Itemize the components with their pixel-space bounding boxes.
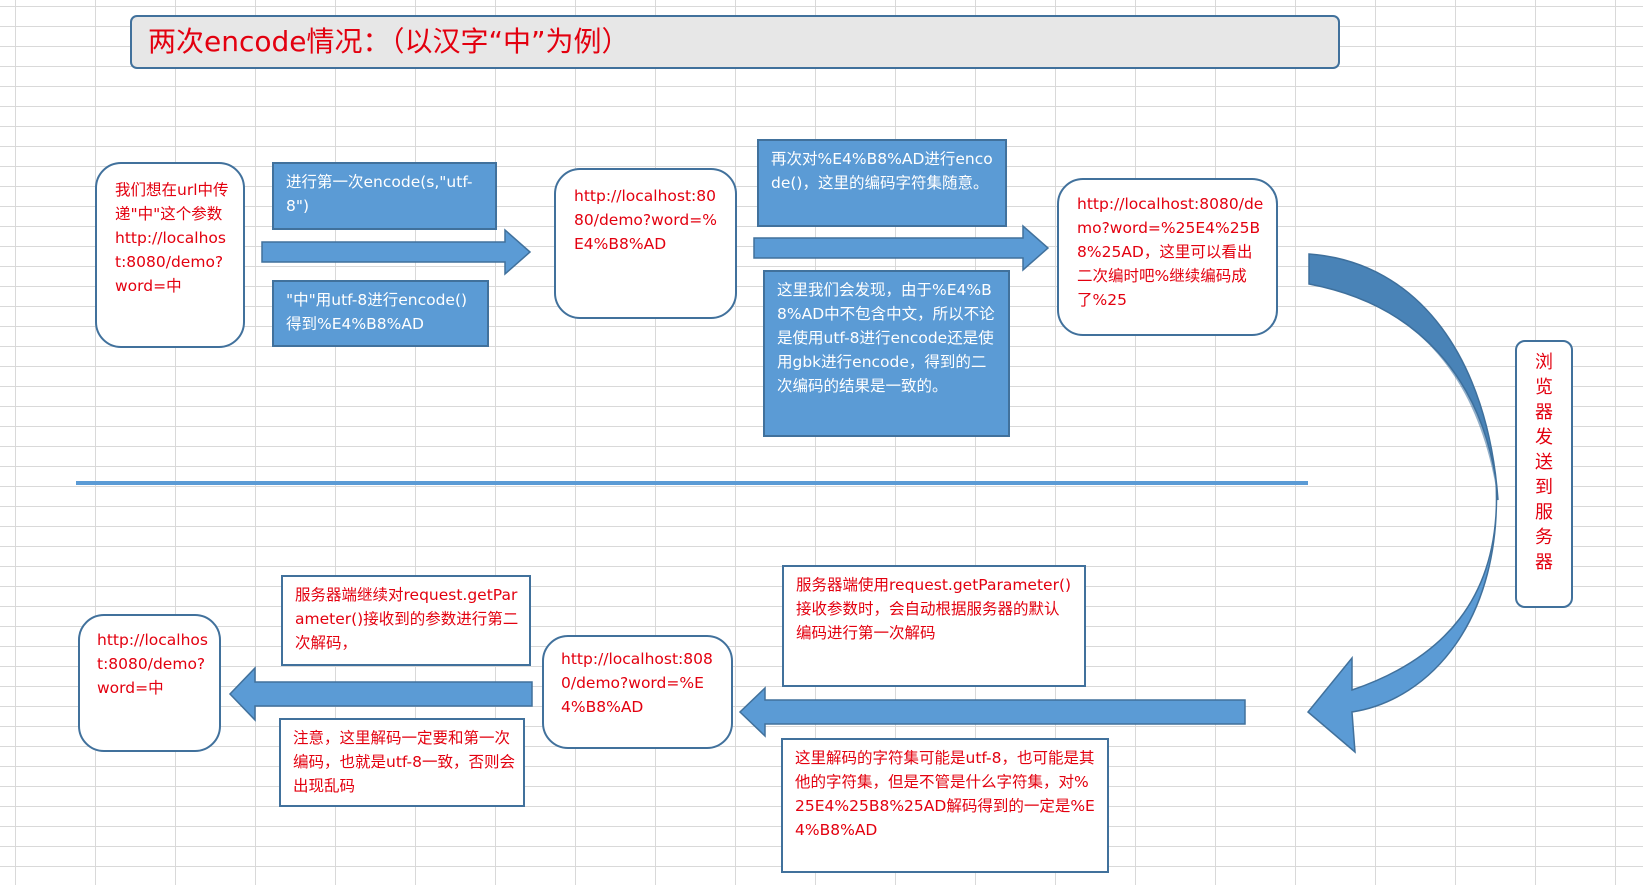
server-second-decode: 服务器端继续对request.getParameter()接收到的参数进行第二次… [281,575,531,666]
arrow-right-2 [753,224,1050,272]
browser-send-box: 浏 览 器 发 送 到 服 务 器 [1515,340,1573,608]
arrow-left-2 [228,666,533,722]
final-url-box: http://localhost:8080/demo?word=中 [78,614,221,752]
url-after-first-encode: http://localhost:8080/demo?word=%E4%B8%A… [554,168,737,319]
browser-send-char: 浏 [1535,352,1553,373]
second-encode-note: 这里我们会发现，由于%E4%B8%AD中不包含中文，所以不论是使用utf-8进行… [763,270,1010,437]
url-after-first-decode: http://localhost:8080/demo?word=%E4%B8%A… [542,635,733,749]
second-decode-note: 注意，这里解码一定要和第一次编码，也就是utf-8一致，否则会出现乱码 [279,718,525,807]
curved-arrow-shade [1309,254,1498,500]
first-encode-result: "中"用utf-8进行encode()得到%E4%B8%AD [272,280,489,347]
second-encode-label: 再次对%E4%B8%AD进行encode()，这里的编码字符集随意。 [757,139,1007,227]
browser-send-char: 览 [1535,377,1553,398]
browser-send-char: 发 [1535,427,1553,448]
browser-send-char: 器 [1535,552,1553,573]
start-note-box: 我们想在url中传递"中"这个参数http://localhost:8080/d… [95,162,245,348]
browser-send-char: 器 [1535,402,1553,423]
browser-send-char: 到 [1535,477,1553,498]
first-encode-label: 进行第一次encode(s,"utf-8") [272,162,497,230]
arrow-right-1 [261,228,532,276]
arrow-left-1 [738,686,1246,738]
first-decode-note: 这里解码的字符集可能是utf-8，也可能是其他的字符集，但是不管是什么字符集，对… [781,738,1109,873]
curved-arrow [1306,253,1499,754]
server-first-decode: 服务器端使用request.getParameter()接收参数时，会自动根据服… [782,565,1086,687]
diagram-title: 两次encode情况：（以汉字“中”为例） [130,15,1340,69]
browser-send-char: 服 [1535,502,1553,523]
browser-send-char: 务 [1535,527,1553,548]
section-divider [76,481,1308,485]
browser-send-char: 送 [1535,452,1553,473]
url-after-second-encode: http://localhost:8080/demo?word=%25E4%25… [1057,178,1278,336]
